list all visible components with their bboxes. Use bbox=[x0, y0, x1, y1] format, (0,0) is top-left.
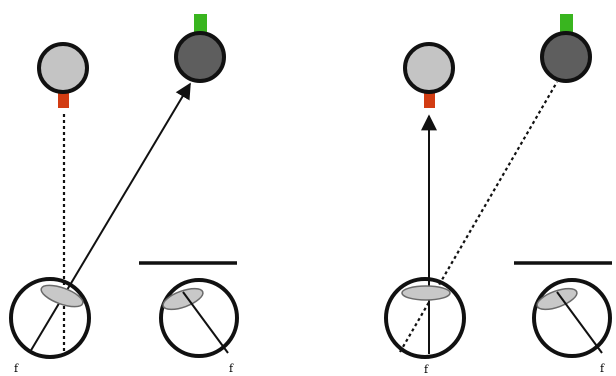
left-eye-focus-label: f bbox=[14, 362, 19, 375]
left-panel: f f bbox=[9, 14, 239, 375]
right-reflection-gaze-line bbox=[556, 291, 603, 354]
left-reflection-gaze-line bbox=[182, 291, 229, 354]
right-light-target bbox=[403, 42, 455, 94]
left-dark-target bbox=[174, 31, 226, 83]
right-mirror-focus-label: f bbox=[600, 362, 605, 375]
right-green-marker bbox=[560, 14, 573, 34]
left-eye-lens bbox=[40, 284, 84, 308]
left-solid-gaze-arrow bbox=[29, 82, 191, 353]
left-light-target bbox=[37, 42, 89, 94]
left-reflection-eye bbox=[159, 278, 239, 358]
right-panel: f f bbox=[384, 14, 612, 376]
left-green-marker bbox=[194, 14, 207, 34]
right-eye-focus-label: f bbox=[424, 363, 429, 376]
right-red-marker bbox=[424, 90, 435, 108]
left-reflection-lens bbox=[162, 287, 204, 311]
right-dashed-gaze-line bbox=[399, 81, 558, 353]
right-dark-target bbox=[540, 31, 592, 83]
right-eye-lens bbox=[401, 285, 451, 301]
right-reflection-lens bbox=[536, 287, 578, 311]
left-mirror-focus-label: f bbox=[229, 362, 234, 375]
right-reflection-eye bbox=[532, 278, 612, 358]
left-red-marker bbox=[58, 90, 69, 108]
right-eye bbox=[384, 277, 466, 359]
left-eye bbox=[9, 277, 91, 359]
